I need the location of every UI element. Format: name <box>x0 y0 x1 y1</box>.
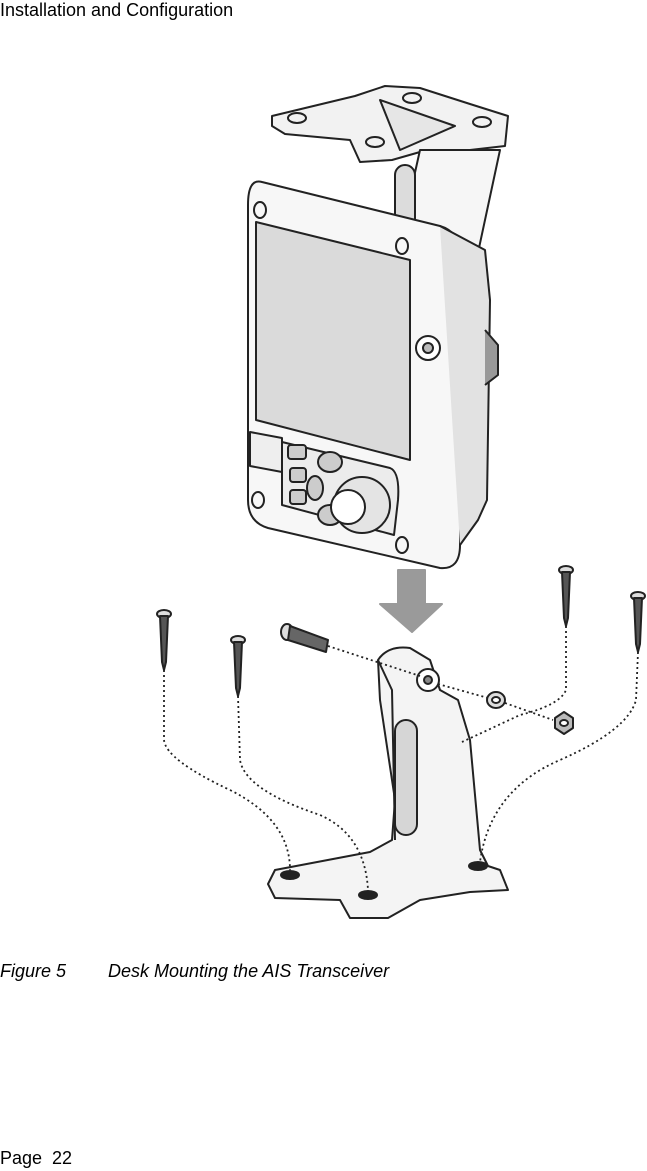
figure-caption-text: Desk Mounting the AIS Transceiver <box>108 961 390 981</box>
screw-right-inner <box>558 565 574 627</box>
desk-bracket <box>267 646 509 919</box>
assembly-guide-lines <box>163 626 639 891</box>
section-header: Installation and Configuration <box>0 0 234 20</box>
desk-mount-illustration <box>156 85 646 919</box>
screw-left-inner <box>230 635 246 697</box>
figure-caption: Figure 5 Desk Mounting the AIS Transceive… <box>0 960 389 982</box>
washer <box>486 691 506 709</box>
screw-right-outer <box>630 591 646 653</box>
pivot-bolt <box>280 623 329 653</box>
nut <box>554 711 574 735</box>
ais-transceiver <box>247 180 499 570</box>
page-number: Page 22 <box>0 1148 73 1168</box>
screw-left-outer <box>156 609 172 671</box>
figure-number: Figure 5 <box>0 961 67 981</box>
down-arrow <box>379 569 443 633</box>
